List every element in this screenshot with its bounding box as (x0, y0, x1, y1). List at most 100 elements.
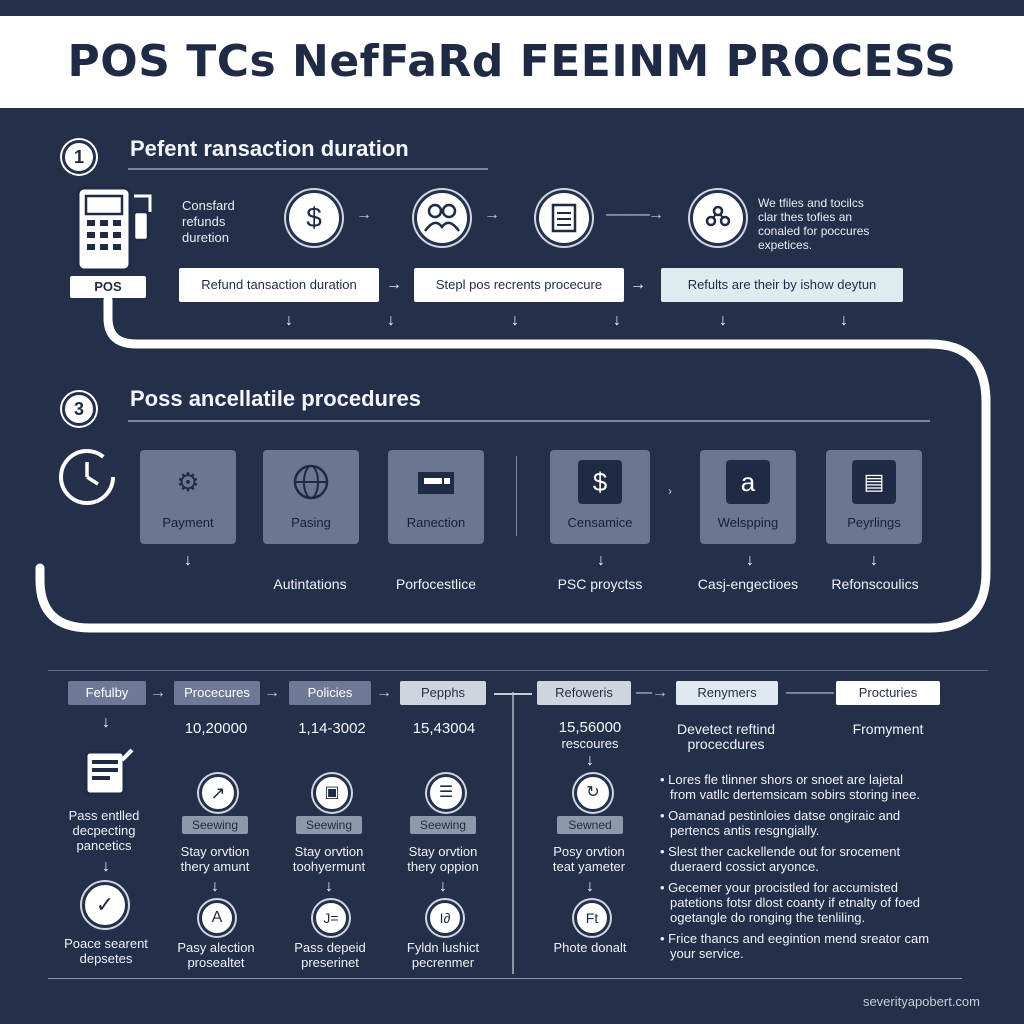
column-bottom-text: Phote donalt (553, 940, 627, 955)
column-bottom-line: Pasy alection (177, 940, 255, 955)
column-bottom-line: preserinet (301, 955, 359, 970)
letter-f-icon: Ft (574, 900, 610, 936)
tile-label: Pasing (291, 515, 331, 530)
left-text-line: Poace searent (64, 936, 148, 951)
tile-ranection: Ranection (388, 450, 484, 544)
right-text-line: We tfiles and tocilcs (758, 196, 864, 210)
gear-icon: ⚙ (176, 467, 200, 497)
arrow-right-icon: → (484, 206, 500, 223)
column-bottom-text: Pasy alection prosealtet (164, 940, 268, 970)
column-text: Stay orvtion thery amunt (164, 844, 266, 874)
left-text-line: decpecting (72, 823, 136, 838)
chip-procecures: Procecures (174, 681, 260, 705)
list-icon: ☰ (427, 774, 465, 812)
refund-duration-box: Refund tansaction duration (179, 268, 379, 302)
tile-label: Welspping (717, 515, 779, 530)
column-bottom-line: Pass depeid (294, 940, 366, 955)
bullet-item: • Lores fle tlinner shors or snoet are l… (660, 772, 920, 802)
amazon-icon: a (726, 460, 770, 504)
seewing-label: Seewing (410, 816, 476, 834)
connector-line (494, 693, 532, 695)
arrow-right-icon: ———→ (606, 206, 664, 223)
column-bottom-line: pecrenmer (411, 955, 475, 970)
bullet-item: • Gecemer your procistled for accumisted… (660, 880, 921, 925)
number-1: 10,20000 (184, 720, 248, 737)
arrow-down-icon: ↓ (719, 312, 727, 329)
clock-icon (56, 446, 118, 508)
chip-fefulby: Fefulby (68, 681, 146, 705)
tile-label: Payment (162, 515, 214, 530)
label-casj-engectioes: Casj-engectioes (697, 576, 799, 592)
bullet-list: • Lores fle tlinner shors or snoet are l… (660, 772, 960, 961)
column-bottom-text: Pass depeid preserinet (278, 940, 382, 970)
number-2: 1,14-3002 (298, 720, 366, 737)
column-text-line: Posy orvtion (553, 844, 625, 859)
calculator-icon (536, 190, 592, 246)
tile-label: Censamice (567, 515, 633, 530)
section1-right-text: We tfiles and tocilcs clar thes tofies a… (758, 196, 869, 252)
letter-j-icon: J= (313, 900, 349, 936)
side-text-line: refunds (182, 214, 226, 229)
column-text-line: Stay orvtion (294, 844, 364, 859)
left-text-line: depsetes (79, 951, 133, 966)
arrow-down-icon: ↓ (586, 752, 594, 769)
arrow-right-icon: → (376, 684, 392, 701)
column-text-line: thery oppion (407, 859, 479, 874)
label-refonscoulics: Refonscoulics (831, 576, 919, 592)
right-head-line: Devetect reftind (676, 721, 776, 737)
step-number-3: 3 (62, 392, 96, 426)
section1-side-text: Consfard refunds duretion (182, 198, 235, 246)
clipboard-icon (78, 742, 136, 800)
arrow-down-icon: ↓ (613, 312, 621, 329)
briefcase-icon: ▣ (313, 774, 351, 812)
arrow-right-icon: —→ (636, 684, 668, 701)
dollar-chat-icon: $ (286, 190, 342, 246)
arrow-right-icon: → (356, 206, 372, 223)
arrow-right-icon: › (668, 484, 672, 498)
bottom-rule-top (48, 670, 988, 671)
section1-rule (128, 168, 488, 170)
column-text: Stay orvtion toohyermunt (278, 844, 380, 874)
tile-label: Ranection (406, 515, 466, 530)
mid-number: 15,56000 rescoures (540, 720, 640, 752)
letter-i-icon: I∂ (427, 900, 463, 936)
seewing-label: Seewing (182, 816, 248, 834)
mid-number-line: 15,56000 (558, 719, 622, 736)
right-head-2: Fromyment (852, 721, 924, 737)
column-bottom-line: prosealtet (187, 955, 245, 970)
column-text-line: teat yameter (552, 859, 626, 874)
right-head-1: Devetect reftind procecdures (660, 722, 792, 752)
arrow-down-icon: ↓ (285, 312, 293, 329)
arrow-down-icon: ↓ (586, 878, 594, 895)
pos-label: POS (70, 276, 146, 298)
tile-censamice: $ Censamice (550, 450, 650, 544)
section1-title: Pefent ransaction duration (130, 136, 409, 161)
chip-pepphs: Pepphs (400, 681, 486, 705)
label-psc-proyctss: PSC proyctss (557, 576, 643, 592)
chip-policies: Policies (289, 681, 371, 705)
column-text-line: Stay orvtion (408, 844, 478, 859)
column-text: Stay orvtion thery oppion (392, 844, 494, 874)
label-autintations: Autintations (273, 576, 347, 592)
arrow-down-icon: ↓ (102, 858, 110, 875)
step-number-1: 1 (62, 140, 96, 174)
globe-icon (287, 460, 335, 504)
left-text1: Pass entlled decpecting pancetics (54, 808, 154, 853)
right-text-line: conaled for poccures (758, 224, 870, 238)
column-text-line: toohyermunt (292, 859, 366, 874)
people-icon (414, 190, 470, 246)
pos-terminal-icon (76, 186, 152, 272)
section3-divider (516, 456, 517, 536)
trend-icon: ↗ (199, 774, 237, 812)
left-text2: Poace searent depsetes (54, 936, 158, 966)
right-head-line: procecdures (687, 736, 765, 752)
bullet-item: • Oamanad pestinloies datse ongiraic and… (660, 808, 901, 838)
arrow-down-icon: ↓ (870, 552, 878, 569)
check-badge-icon: ✓ (82, 882, 128, 928)
seewing-label: Seewing (296, 816, 362, 834)
side-text-line: duretion (182, 230, 229, 245)
column-text-line: Stay orvtion (180, 844, 250, 859)
document-icon: ▤ (852, 460, 896, 504)
tile-pasing: Pasing (263, 450, 359, 544)
tile-label: Peyrlings (847, 515, 901, 530)
